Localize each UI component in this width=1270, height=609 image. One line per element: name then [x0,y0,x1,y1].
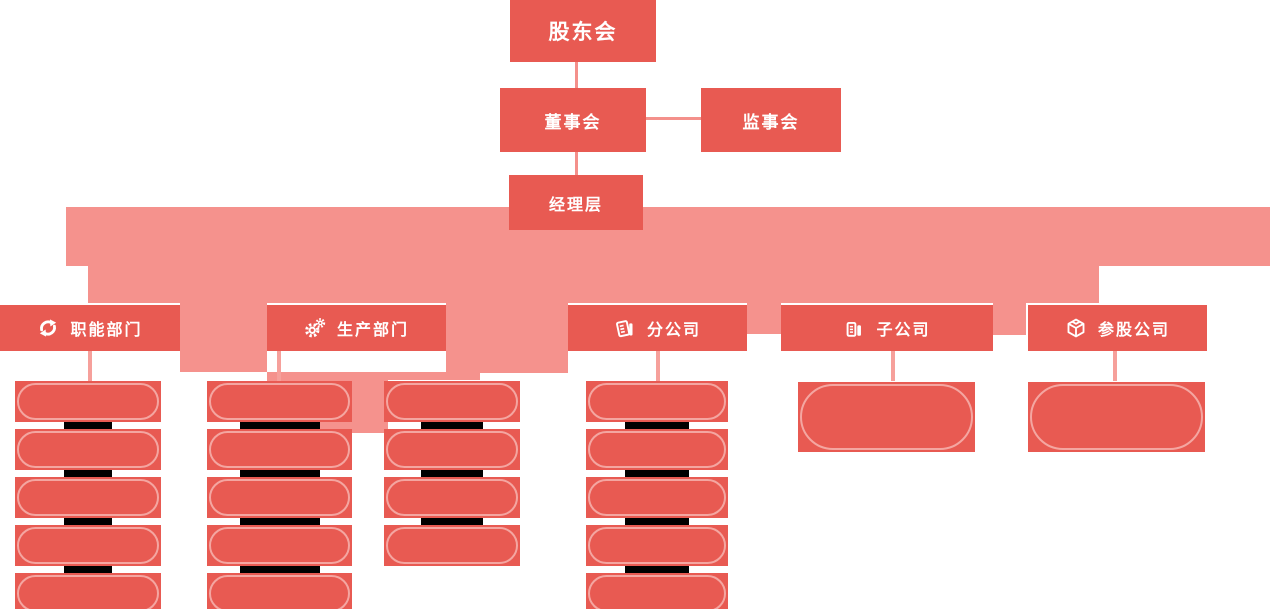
node-management: 经理层 [509,175,643,230]
node-board: 董事会 [500,88,646,152]
band-gap-2 [446,303,568,373]
band-gap-1 [180,303,267,372]
redacted-connector-bar [240,470,320,477]
band-blob-edge [388,372,480,380]
sub-unit-pill [384,381,520,422]
redacted-connector-bar [625,470,689,477]
node-label: 董事会 [544,112,602,133]
redacted-connector-bar [421,470,483,477]
subsidiary-building-icon [847,321,862,337]
sub-unit-pill [207,525,352,566]
stub-functional [88,351,92,381]
dept-header-branch: 分公司 [568,305,747,351]
gears-icon [305,318,326,338]
connector-board-supervisory [645,117,701,120]
dept-header-production: 生产部门 [267,305,446,351]
sub-unit-pill [586,381,728,422]
sub-unit-pill [15,573,161,609]
sub-unit-pill [586,573,728,609]
sub-unit-pill [207,573,352,609]
redacted-connector-bar [64,566,112,573]
node-label: 经理层 [548,194,603,214]
circular-arrows-icon [40,319,57,337]
sub-unit-pill [207,477,352,518]
sub-unit-pill [15,477,161,518]
redacted-connector-bar [64,422,112,429]
redacted-connector-bar [421,518,483,525]
redacted-connector-bar [240,422,320,429]
dept-header-functional: 职能部门 [0,305,180,351]
stub-branch [656,351,660,381]
dept-header-subsidiary: 子公司 [781,305,993,351]
dept-label: 职能部门 [70,320,143,339]
sub-unit-pill [15,381,161,422]
dept-header-holding: 参股公司 [1028,305,1207,351]
subsidiary-unit-pill [798,382,975,452]
sub-unit-pill [15,525,161,566]
redacted-connector-bar [625,422,689,429]
node-label: 股东会 [548,20,618,44]
holding-unit-pill [1028,382,1205,452]
dept-label: 分公司 [646,320,701,339]
sub-unit-pill [586,477,728,518]
sub-unit-pill [384,525,520,566]
node-supervisory: 监事会 [701,88,841,152]
sub-unit-pill [384,429,520,470]
redacted-connector-bar [240,518,320,525]
band-gap-4 [993,303,1026,335]
sub-unit-pill [15,429,161,470]
band-lower [88,266,1099,303]
branch-building-icon [616,320,633,338]
redacted-connector-bar [421,422,483,429]
stub-subsidiary [891,351,895,381]
redacted-connector-bar [64,518,112,525]
node-shareholders: 股东会 [510,0,656,62]
redacted-connector-bar [625,518,689,525]
sub-unit-pill [207,429,352,470]
connector-shareholders-board [575,62,578,88]
sub-unit-pill [586,429,728,470]
redacted-connector-bar [64,470,112,477]
connector-board-management [575,152,578,175]
dept-label: 参股公司 [1097,320,1170,339]
band-gap-3 [747,303,781,334]
holding-cube-icon [1067,318,1085,338]
stub-production [277,351,281,381]
sub-unit-pill [384,477,520,518]
sub-unit-pill [207,381,352,422]
sub-unit-pill [586,525,728,566]
node-label: 监事会 [742,112,800,133]
band-main [66,207,1270,266]
dept-label: 生产部门 [336,320,409,339]
redacted-connector-bar [625,566,689,573]
redacted-connector-bar [240,566,320,573]
stub-holding [1113,351,1117,381]
dept-label: 子公司 [876,320,931,339]
